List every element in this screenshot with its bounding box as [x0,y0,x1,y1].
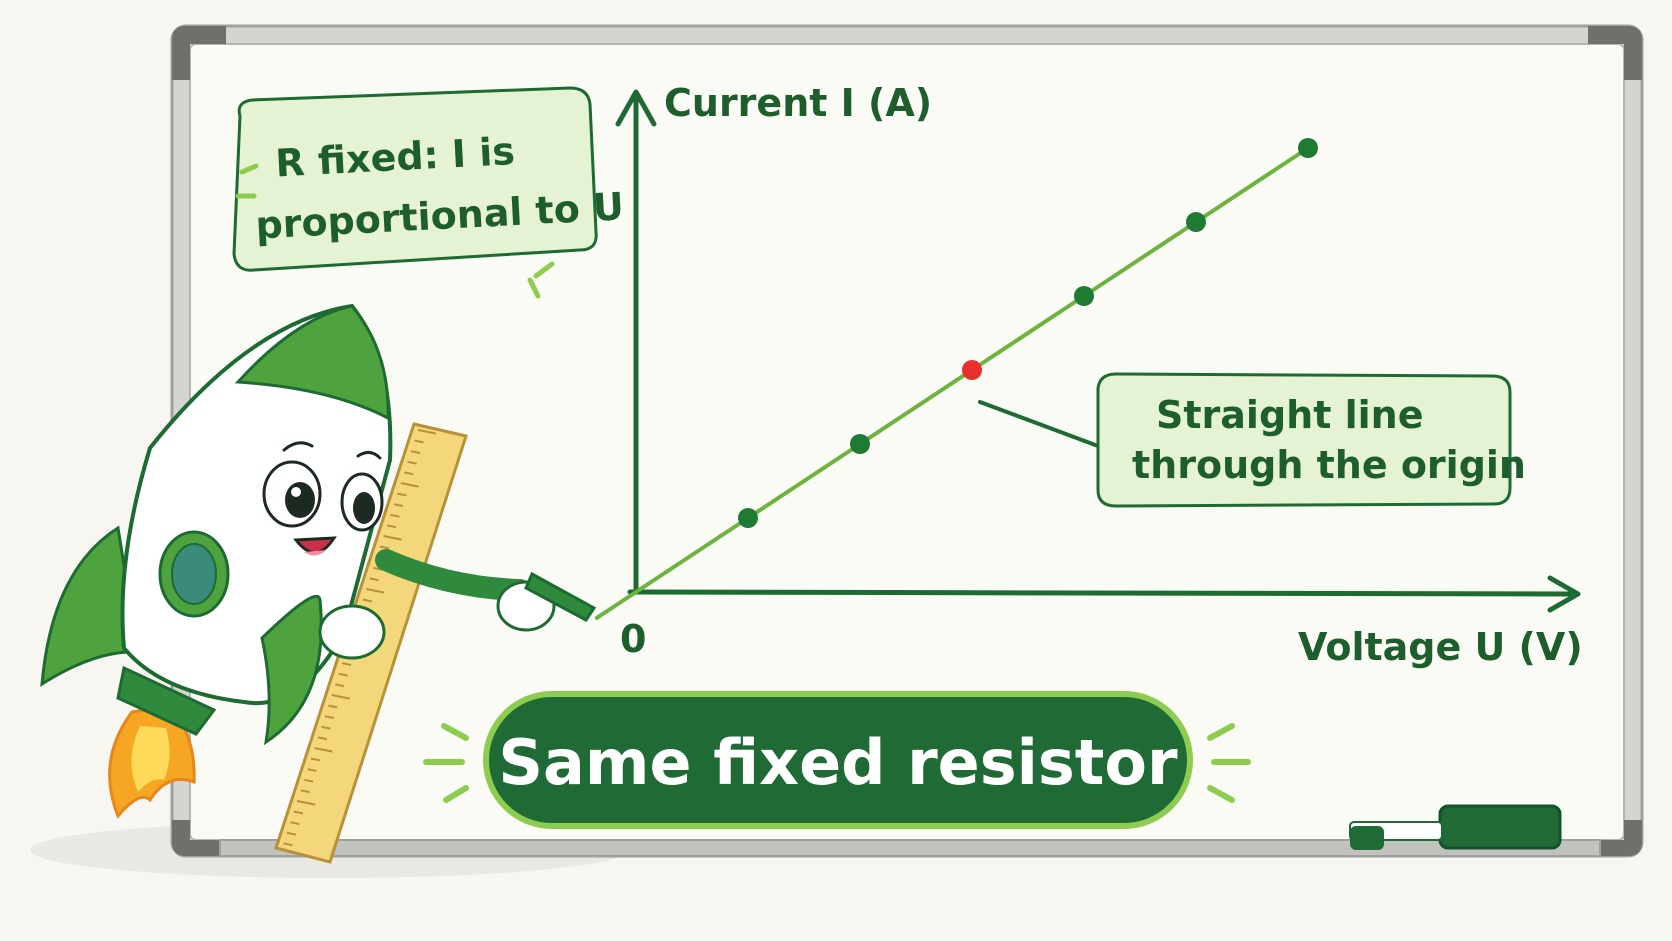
ruler-tick [366,588,385,594]
ruler-tick [383,535,402,541]
corner-cap-top-right [1588,26,1642,80]
ruler-tick [407,460,417,465]
marker-tray [219,839,1601,857]
ruler-tick [386,524,397,529]
ruler-tick [335,683,345,688]
data-point-highlighted [962,360,982,380]
callout-right-line-1: Straight line [1156,393,1423,437]
callout-right-line-2: through the origin [1132,443,1526,487]
ruler-tick [379,545,390,550]
ruler-tick [362,598,372,603]
banner: Same fixed resistor [423,691,1251,829]
ruler-tick [286,831,297,836]
axes: Current I (A) Voltage U (V) 0 [615,81,1583,669]
plot-layer [594,138,1318,620]
callout-proportional: R fixed: I is proportional to U [232,86,625,299]
x-axis-arrowhead [1547,575,1581,613]
ruler-tick [369,577,379,582]
ruler-tick [390,513,400,518]
ruler-tick [310,757,321,762]
ruler-tick [328,704,338,709]
banner-text: Same fixed resistor [498,726,1178,799]
emphasis-dashes-icon [235,163,555,299]
x-axis-label: Voltage U (V) [1298,625,1583,669]
ruler-tick [303,778,314,783]
ruler-tick [290,821,300,825]
data-point [1074,286,1094,306]
ruler-tick [338,672,348,677]
flame-icon [108,704,196,819]
ruler-tick [300,789,310,794]
ruler-tick [293,810,303,815]
banner-pill [483,691,1193,829]
callout-box-right [1096,372,1512,508]
ruler-tick [410,450,421,454]
ruler-tick [324,715,335,719]
origin-label: 0 [620,617,646,661]
data-point [850,434,870,454]
rocket-mascot-icon [40,303,597,864]
callout-pointer [978,400,1100,448]
corner-cap-bottom-left [172,820,226,856]
data-point [1298,138,1318,158]
marker-pen-icon [1349,804,1562,850]
callout-straight-line: Straight line through the origin [978,372,1526,508]
ruler-tick [417,429,437,435]
ruler-tick [341,662,352,666]
ruler-tick [297,800,316,806]
ruler-tick [393,503,404,507]
y-axis-arrowhead [615,89,657,127]
corner-cap-top-left [172,26,226,80]
callout-box [232,86,598,272]
ruler-tick [400,482,419,488]
ruler-tick [331,694,350,700]
ruler-tick [397,492,407,497]
x-axis [627,589,1573,597]
data-line [594,146,1310,620]
data-point [1186,212,1206,232]
ruler-tick [283,842,293,847]
y-axis-label: Current I (A) [664,81,932,125]
banner-emphasis-dashes-icon [423,723,1251,803]
ruler-tick [414,439,424,444]
corner-cap-bottom-right [1588,820,1642,856]
ruler-tick [404,471,414,476]
ruler-tick [321,725,331,730]
ruler-tick [314,747,333,753]
data-point [738,508,758,528]
ruler-tick [317,736,328,741]
ruler-tick [307,768,317,772]
